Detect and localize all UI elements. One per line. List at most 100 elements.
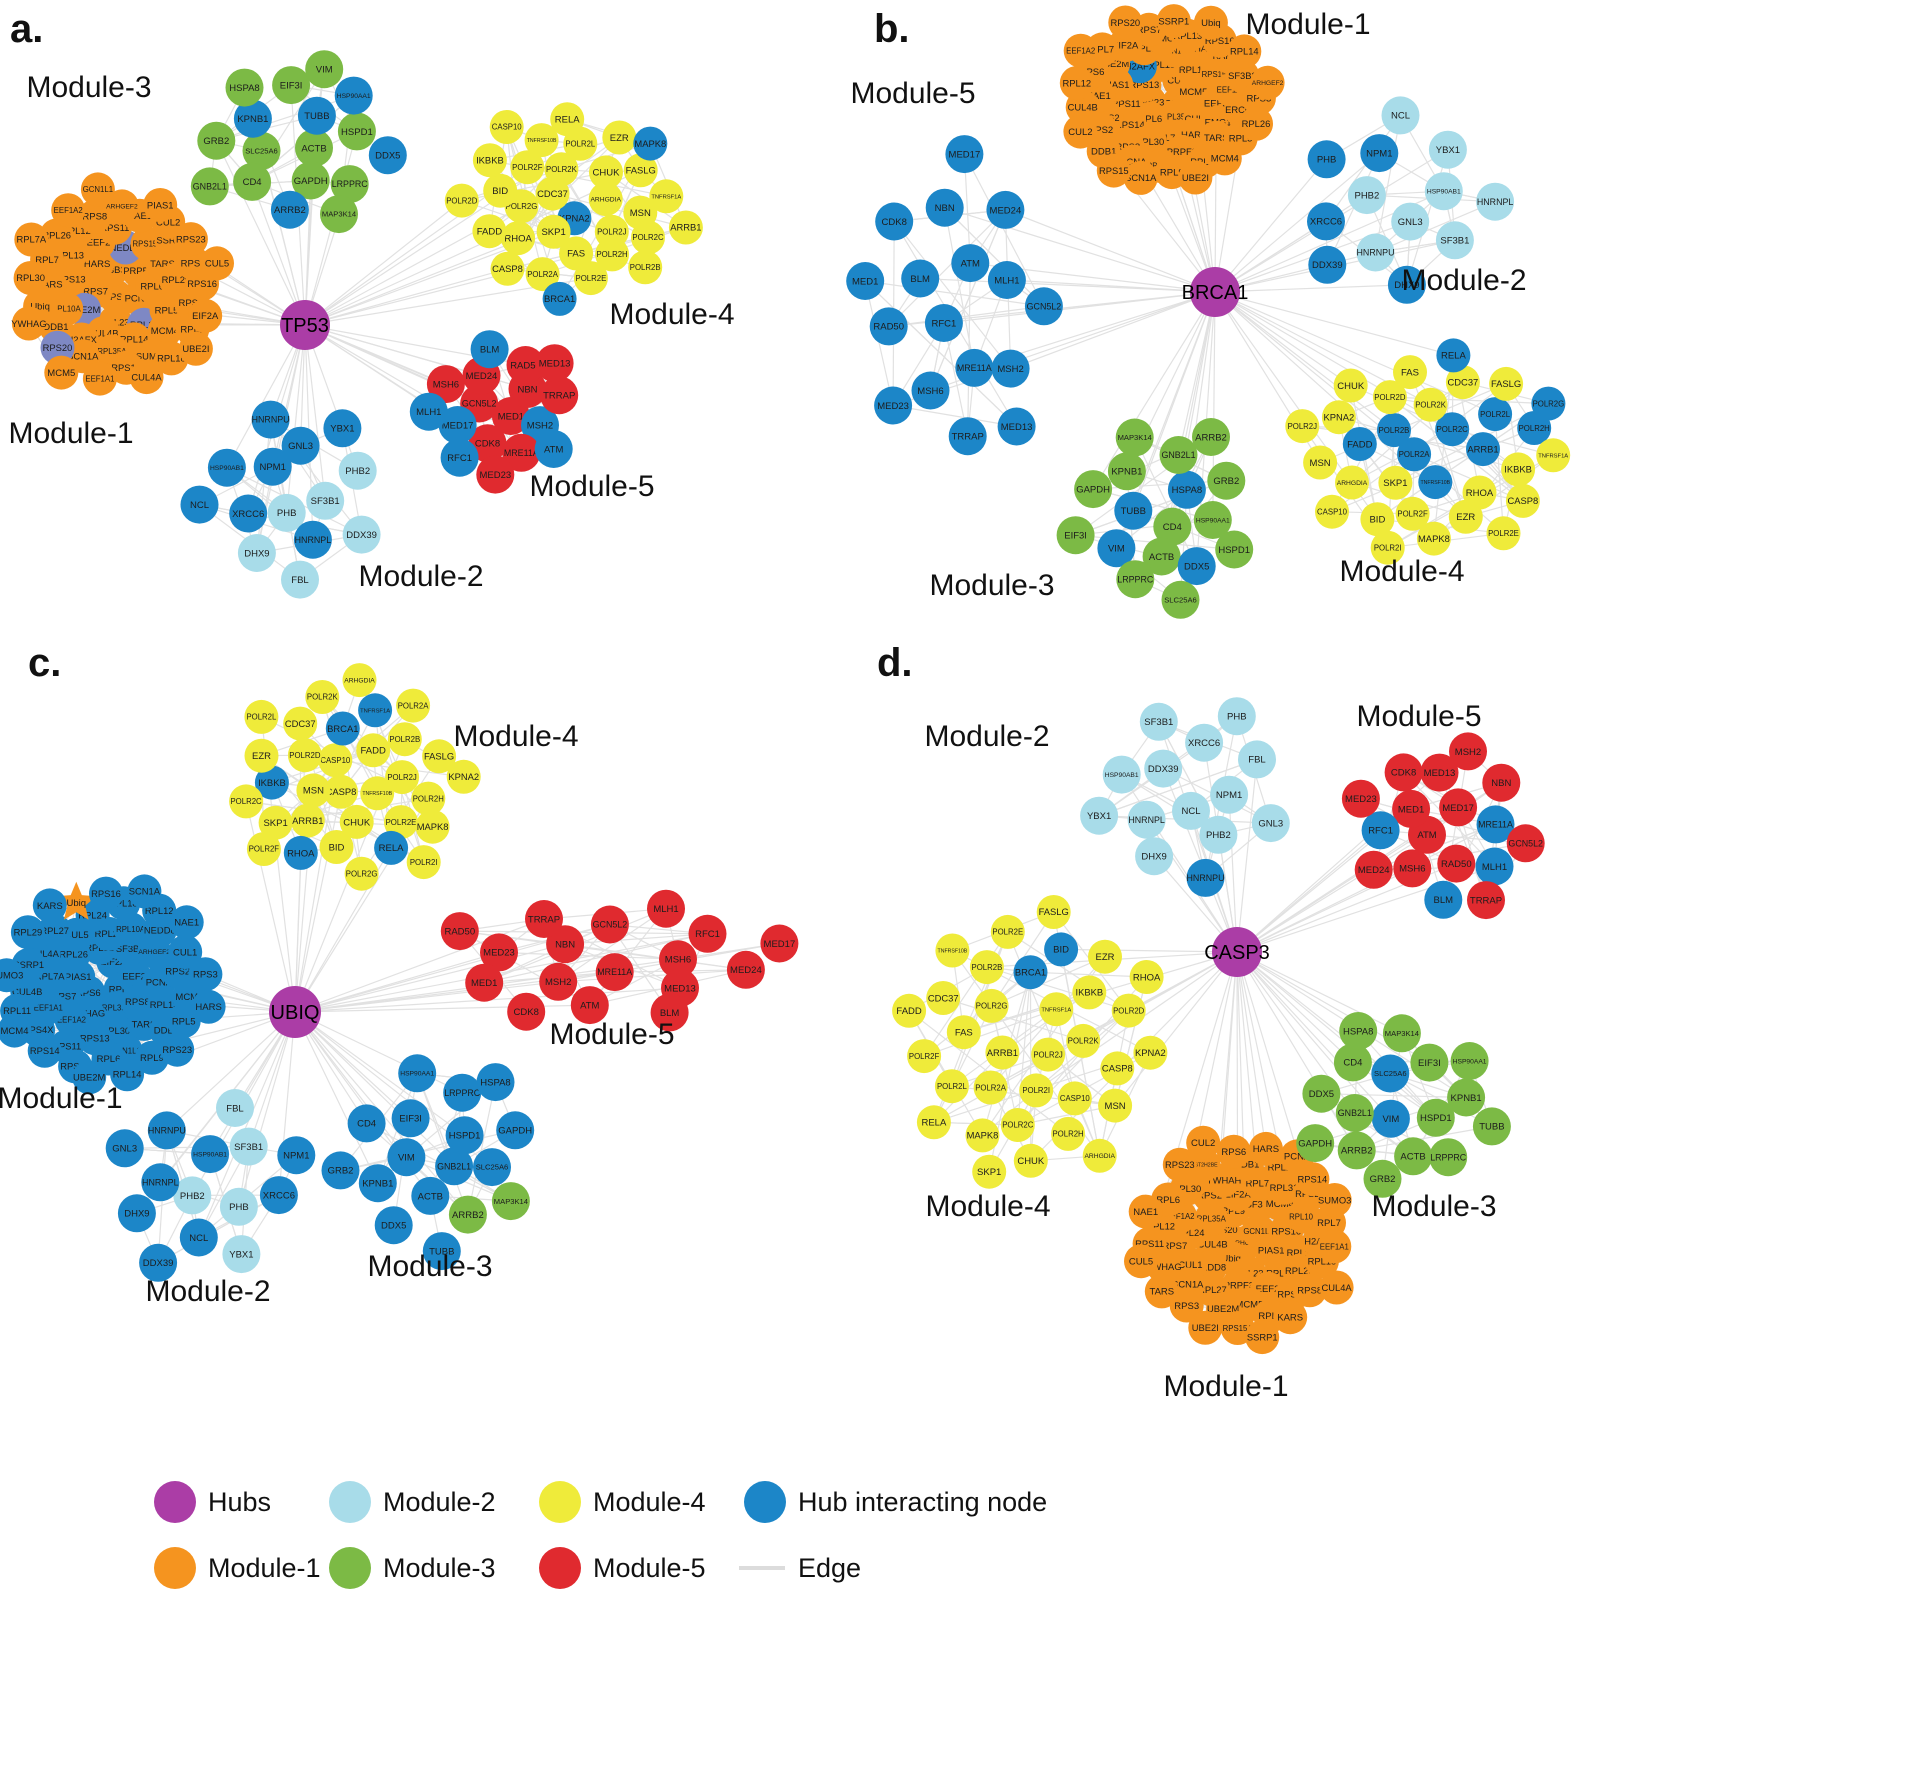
gene-node: POLR2F (907, 1039, 942, 1074)
gene-label: RPL35A (1197, 1215, 1227, 1224)
gene-label: TARS (1149, 1287, 1174, 1298)
node-circle (281, 426, 320, 465)
node-circle (1506, 824, 1545, 863)
gene-node: PIAS1 (143, 188, 178, 222)
gene-label: EEF1A1 (1320, 1242, 1349, 1251)
gene-label: MSH2 (545, 977, 571, 988)
gene-node: POLR2H (1051, 1116, 1086, 1151)
node-circle (344, 856, 379, 891)
gene-label: ARHGDIA (1337, 480, 1368, 487)
gene-node: RFC1 (440, 438, 479, 477)
gene-node: MSH6 (911, 371, 950, 410)
hub-circle (1190, 267, 1240, 317)
gene-node: KPNA2 (446, 759, 481, 794)
gene-node: MSN (1303, 445, 1338, 480)
gene-node: FASLG (623, 153, 658, 188)
gene-node: FASLG (422, 739, 457, 774)
gene-node: Ubiq (56, 881, 97, 920)
gene-node: HSP90AA1 (1450, 1042, 1489, 1080)
gene-label: MCM4 (1211, 154, 1239, 165)
gene-label: YWHAG (1146, 1261, 1181, 1272)
gene-label: POLR2E (386, 818, 417, 827)
gene-node: VIM (1097, 529, 1136, 568)
gene-node: GRB2 (1207, 461, 1246, 500)
node-circle (1416, 1098, 1455, 1137)
node-circle (387, 722, 422, 757)
gene-label: EEF1A1 (34, 1003, 63, 1012)
gene-label: POLR2G (346, 869, 378, 878)
node-circle (113, 912, 148, 947)
gene-node: MED17 (945, 135, 984, 174)
gene-node: SF3B1 (1435, 221, 1474, 260)
gene-node: DHX9 (237, 534, 276, 572)
gene-label: POLR2I (1374, 543, 1402, 552)
gene-label: ARHGEF2 (106, 204, 138, 211)
gene-label: RPS15A (1223, 1324, 1254, 1333)
gene-label: GRB2 (203, 136, 229, 147)
module-label: Module-1 (8, 417, 133, 450)
node-circle (1207, 461, 1246, 500)
gene-label: FASLG (1491, 378, 1521, 389)
gene-label: DDX5 (375, 151, 400, 162)
gene-node: DDX5 (368, 136, 407, 175)
gene-node: RPS14 (27, 1033, 62, 1068)
node-circle (440, 438, 479, 477)
gene-node: HSPD1 (1215, 530, 1254, 569)
gene-label: MED23 (479, 470, 511, 481)
gene-node: HSP90AB1 (207, 448, 246, 487)
gene-label: RPS8 (1297, 1286, 1322, 1297)
gene-label: RPL26 (59, 949, 88, 960)
gene-label: RFC1 (931, 318, 956, 329)
gene-node: CHUK (589, 155, 623, 190)
gene-node: GNL3 (105, 1129, 144, 1168)
gene-label: GCN5L2 (462, 399, 497, 409)
gene-label: DDB1 (1091, 147, 1116, 158)
node-circle (542, 281, 577, 316)
node-circle (1370, 530, 1405, 565)
gene-label: RPS20 (1110, 17, 1140, 28)
gene-label: CUL2 (1191, 1138, 1215, 1149)
node-circle (1505, 483, 1540, 518)
gene-label: MED13 (539, 359, 571, 370)
node-circle (1238, 740, 1276, 779)
node-circle (233, 99, 272, 138)
node-circle (1360, 502, 1395, 537)
gene-node: DDX39 (139, 1243, 178, 1282)
node-circle (602, 120, 637, 155)
node-circle (1108, 5, 1143, 40)
node-circle (160, 1032, 195, 1067)
node-circle (1486, 516, 1521, 551)
gene-node: XRCC6 (259, 1176, 298, 1215)
gene-label: SCN1A (67, 350, 99, 361)
node-circle (358, 1164, 397, 1203)
gene-label: MED24 (730, 965, 762, 976)
node-circle (990, 914, 1025, 949)
gene-label: MAP3K14 (1385, 1029, 1419, 1038)
gene-node: HSPD1 (445, 1116, 484, 1155)
node-circle (1307, 202, 1345, 241)
gene-node: MSH2 (1449, 732, 1487, 771)
gene-node: ACTB (411, 1176, 450, 1215)
gene-node: BID (483, 173, 518, 208)
gene-label: XRCC6 (232, 509, 264, 520)
node-circle (129, 360, 164, 395)
module-label: Module-4 (925, 1190, 1050, 1223)
gene-label: RPL29 (1190, 156, 1219, 167)
node-circle (51, 193, 86, 228)
gene-label: EIF2A (192, 310, 219, 321)
gene-node: EIF3I (1056, 516, 1095, 555)
node-circle (173, 1176, 212, 1215)
gene-label: DHX9 (1141, 852, 1166, 863)
gene-label: TUBB (1121, 506, 1146, 517)
gene-node: MED23 (480, 933, 518, 972)
gene-node: CDC37 (283, 706, 318, 741)
gene-node: CDK8 (875, 202, 914, 241)
gene-label: RPS2 (165, 967, 190, 978)
node-circle (1335, 1094, 1374, 1132)
gene-label: CASP8 (326, 786, 357, 797)
gene-node: EIF2A (188, 298, 223, 333)
legend-label: Module-1 (208, 1553, 321, 1583)
gene-label: RPL29 (1285, 1265, 1314, 1276)
node-circle (1439, 788, 1478, 827)
gene-label: HSP90AB1 (193, 1151, 227, 1158)
